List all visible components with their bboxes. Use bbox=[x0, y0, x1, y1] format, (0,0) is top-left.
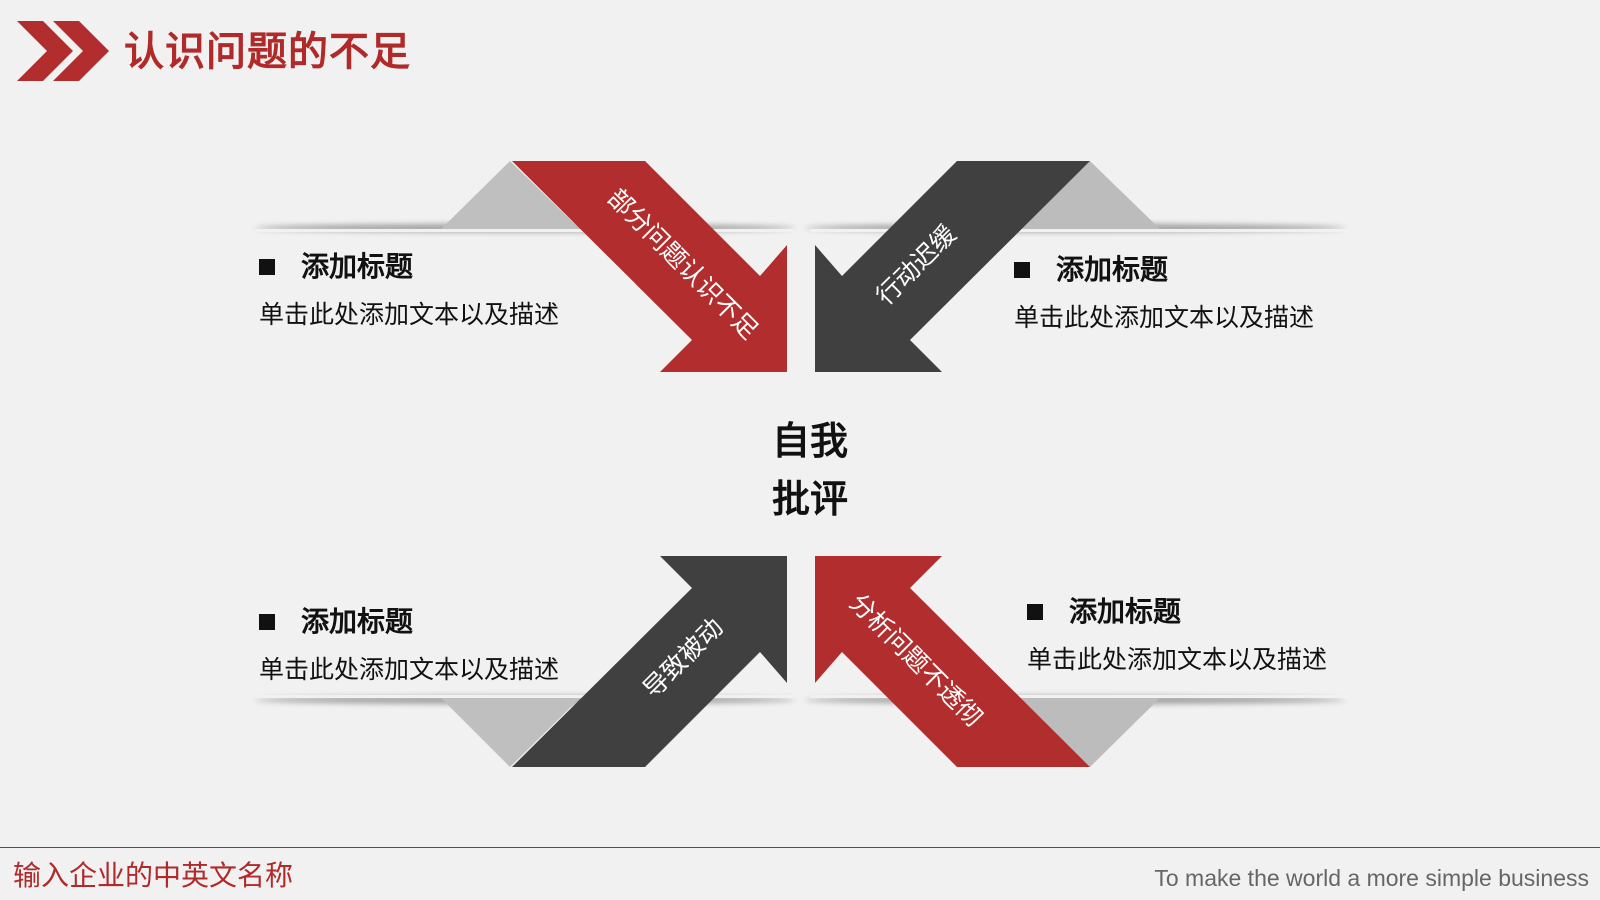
item-heading: 添加标题 bbox=[259, 247, 639, 287]
arrow-bottom-right bbox=[815, 556, 1090, 767]
item-heading: 添加标题 bbox=[259, 602, 639, 642]
bullet-square-icon bbox=[1014, 262, 1030, 278]
item-description: 单击此处添加文本以及描述 bbox=[1027, 645, 1328, 674]
bottom-right-fold bbox=[1020, 698, 1160, 767]
footer-divider bbox=[0, 847, 1600, 848]
arrow-top-left bbox=[512, 161, 787, 372]
item-description: 单击此处添加文本以及描述 bbox=[1014, 303, 1315, 332]
item-top-right: 添加标题 单击此处添加文本以及描述 bbox=[1014, 250, 1394, 336]
item-top-left: 添加标题 单击此处添加文本以及描述 bbox=[259, 247, 639, 333]
bottom-left-fold bbox=[441, 698, 580, 767]
item-heading: 添加标题 bbox=[1014, 250, 1394, 290]
bullet-square-icon bbox=[259, 259, 275, 275]
top-left-fold bbox=[441, 161, 580, 229]
footer-company-name: 输入企业的中英文名称 bbox=[13, 859, 294, 892]
bullet-square-icon bbox=[1027, 604, 1043, 620]
center-label-line2: 批评 bbox=[771, 477, 848, 521]
item-title: 添加标题 bbox=[301, 605, 414, 638]
item-description: 单击此处添加文本以及描述 bbox=[259, 655, 560, 684]
top-right-fold bbox=[1020, 161, 1160, 229]
chevron-logo-icon bbox=[17, 21, 109, 81]
page-title: 认识问题的不足 bbox=[124, 29, 411, 75]
item-title: 添加标题 bbox=[1069, 595, 1182, 628]
item-title: 添加标题 bbox=[1056, 253, 1169, 286]
item-heading: 添加标题 bbox=[1027, 592, 1407, 632]
item-title: 添加标题 bbox=[301, 250, 414, 283]
bullet-square-icon bbox=[259, 614, 275, 630]
center-label-line1: 自我 bbox=[771, 419, 848, 463]
item-bottom-left: 添加标题 单击此处添加文本以及描述 bbox=[259, 602, 639, 688]
item-description: 单击此处添加文本以及描述 bbox=[259, 300, 560, 329]
footer-slogan: To make the world a more simple business bbox=[1154, 865, 1589, 891]
arrow-bottom-left bbox=[512, 556, 787, 767]
arrow-top-right bbox=[815, 161, 1090, 372]
center-label: 自我 批评 bbox=[740, 412, 880, 528]
item-bottom-right: 添加标题 单击此处添加文本以及描述 bbox=[1027, 592, 1407, 678]
